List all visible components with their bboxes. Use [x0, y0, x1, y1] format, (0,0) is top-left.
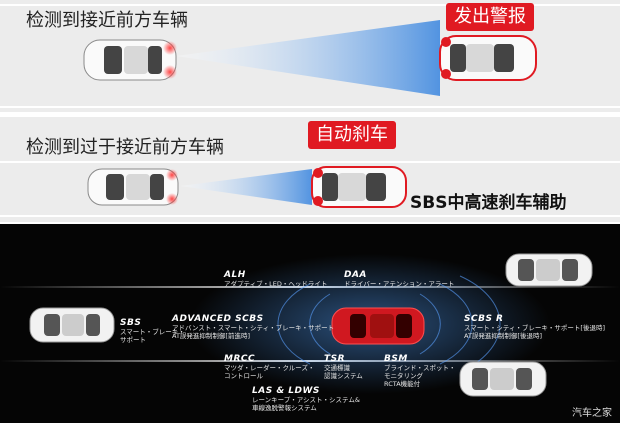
- sensor-beam: [176, 20, 440, 96]
- label-heading: BSM: [384, 354, 408, 364]
- label-heading: SCBS R: [464, 314, 504, 324]
- warning-title: 检测到接近前方车辆: [26, 10, 188, 31]
- own-car-icon: [87, 168, 179, 206]
- braking-panel: 检测到过于接近前方车辆 自动刹车 SBS中高速刹车辅助: [0, 117, 620, 222]
- label-heading: SBS: [120, 318, 142, 328]
- own-car-icon: [83, 39, 177, 81]
- alert-car-icon: [439, 35, 537, 81]
- label-line: AT誤発進抑制制御[前進時]: [172, 332, 250, 340]
- label-heading: ADVANCED SCBS: [172, 314, 264, 324]
- lane-line: [0, 215, 620, 217]
- label-line: RCTA機能付: [384, 380, 421, 388]
- diagram-scene: [0, 253, 620, 397]
- label-heading: MRCC: [224, 354, 256, 364]
- warning-scene: [83, 20, 537, 96]
- watermark: 汽车之家: [572, 408, 612, 419]
- car-left-icon: [29, 307, 115, 343]
- sensor-beam: [180, 169, 312, 205]
- label-daa: DAA ドライバー・アテンション・アラート: [344, 270, 454, 288]
- label-tsr: TSR 交通標識 認識システム: [324, 354, 363, 380]
- sensor-arcs: [277, 275, 501, 373]
- car-bottom-right-icon: [459, 361, 547, 397]
- lane-line: [0, 161, 620, 163]
- label-line: ドライバー・アテンション・アラート: [344, 280, 455, 288]
- safety-systems-diagram: ALH アダプティブ・LED・ヘッドライト DAA ドライバー・アテンション・ア…: [0, 224, 620, 423]
- label-heading: DAA: [344, 270, 367, 280]
- label-line: アダプティブ・LED・ヘッドライト: [224, 280, 328, 288]
- label-bsm: BSM ブラインド・スポット・ モニタリング RCTA機能付: [384, 354, 456, 388]
- label-line: 交通標識: [324, 364, 350, 372]
- label-alh: ALH アダプティブ・LED・ヘッドライト: [224, 270, 327, 288]
- label-line: ブラインド・スポット・: [384, 364, 456, 372]
- label-heading: LAS & LDWS: [252, 386, 320, 396]
- braking-scene: [87, 166, 407, 208]
- label-line: レーンキープ・アシスト・システム&: [252, 396, 360, 404]
- alert-tag: 发出警报: [446, 3, 534, 31]
- lane-line: [0, 4, 620, 6]
- label-line: スマート・ブレーキ・: [120, 328, 185, 336]
- label-line: マツダ・レーダー・クルーズ・: [224, 364, 315, 372]
- lane-line: [0, 106, 620, 108]
- label-line: サポート: [120, 336, 146, 344]
- label-advanced-scbs: ADVANCED SCBS アドバンスト・スマート・シティ・ブレーキ・サポート …: [172, 314, 334, 340]
- label-heading: TSR: [324, 354, 346, 364]
- label-line: アドバンスト・スマート・シティ・ブレーキ・サポート: [172, 324, 335, 332]
- label-mrcc: MRCC マツダ・レーダー・クルーズ・ コントロール: [224, 354, 314, 380]
- label-heading: ALH: [224, 270, 246, 280]
- label-line: スマート・シティ・ブレーキ・サポート[後退時]: [464, 324, 605, 332]
- label-line: コントロール: [224, 372, 263, 380]
- car-top-right-icon: [505, 253, 593, 287]
- label-sbs: SBS スマート・ブレーキ・ サポート: [120, 318, 185, 344]
- sbs-caption: SBS中高速刹车辅助: [410, 193, 567, 213]
- label-scbs-r: SCBS R スマート・シティ・ブレーキ・サポート[後退時] AT誤発進抑制制御…: [464, 314, 605, 340]
- label-line: 認識システム: [324, 372, 363, 380]
- brake-tag: 自动刹车: [308, 121, 396, 149]
- label-line: AT誤発進抑制制御[後退時]: [464, 332, 542, 340]
- label-las-ldws: LAS & LDWS レーンキープ・アシスト・システム& 車線逸脱警報システム: [252, 386, 360, 412]
- warning-panel: 检测到接近前方车辆 发出警报: [0, 0, 620, 112]
- braking-title: 检测到过于接近前方车辆: [26, 137, 224, 158]
- label-line: 車線逸脱警報システム: [252, 404, 317, 412]
- brake-car-icon: [311, 166, 407, 208]
- label-line: モニタリング: [384, 372, 423, 380]
- mazda-car-icon: [331, 307, 425, 345]
